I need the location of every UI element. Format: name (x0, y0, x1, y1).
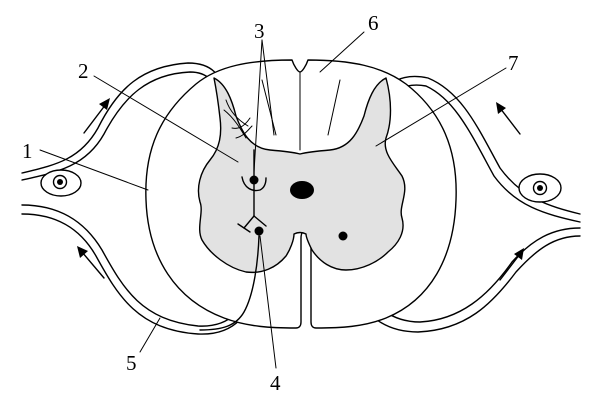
arrows (77, 98, 524, 281)
arrow-lower-left (77, 246, 105, 279)
label-4: 4 (270, 371, 281, 395)
arrow-upper-right (496, 102, 521, 135)
label-5: 5 (126, 351, 137, 375)
dorsal-horn-fibers (223, 99, 253, 139)
arrow-lower-right (499, 248, 524, 281)
right-motor-neuron-body (338, 231, 348, 241)
label-6: 6 (368, 11, 379, 35)
dorsal-columns (261, 71, 341, 151)
left-ganglion-cell (40, 169, 82, 197)
motor-neuron (199, 226, 264, 331)
leader-lines (39, 31, 507, 369)
right-ganglion-cell (518, 173, 562, 203)
interneuron (237, 149, 267, 233)
label-1: 1 (22, 139, 33, 163)
label-2: 2 (78, 59, 89, 83)
label-7: 7 (508, 51, 519, 75)
label-3: 3 (254, 19, 265, 43)
gray-matter (197, 77, 406, 274)
arrow-upper-left (83, 98, 110, 134)
central-canal (290, 181, 314, 199)
